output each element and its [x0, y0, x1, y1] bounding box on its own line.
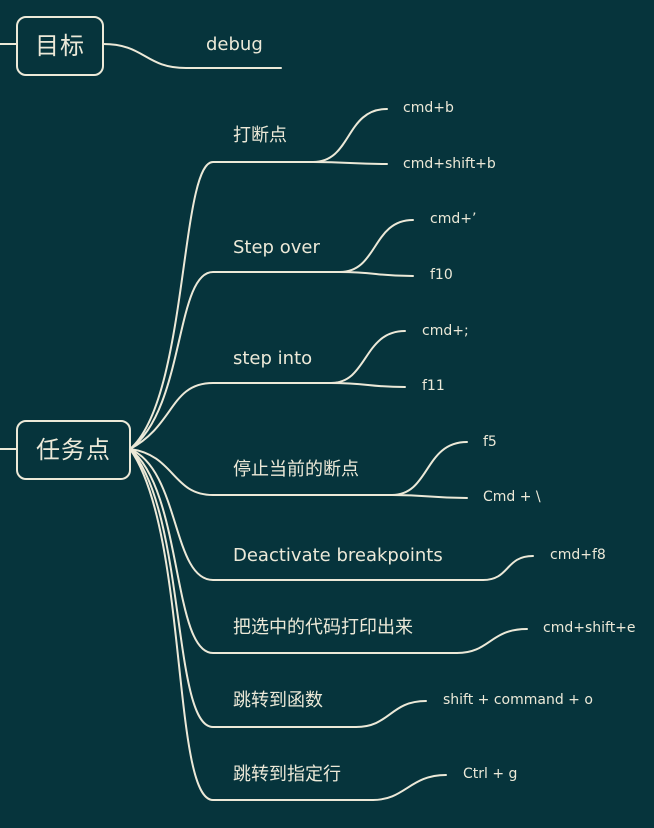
connector-b0-l1	[312, 161, 388, 165]
connector-b3-l1	[391, 494, 468, 499]
branch-node-deactivate[interactable]: Deactivate breakpoints	[233, 545, 443, 566]
connector-task-b0	[129, 161, 314, 450]
connector-b7-l0	[372, 774, 447, 801]
connector-goal-debug	[102, 43, 282, 69]
leaf-node-cmd-f8[interactable]: cmd+f8	[550, 547, 606, 563]
connector-task-b6	[129, 448, 357, 728]
leaf-node-f10[interactable]: f10	[430, 267, 453, 283]
connector-b0-l0	[312, 108, 388, 163]
leaf-node-cmd-shift-b[interactable]: cmd+shift+b	[403, 156, 496, 172]
branch-node-goto-function[interactable]: 跳转到函数	[233, 690, 323, 711]
branch-node-set-breakpoint[interactable]: 打断点	[233, 125, 287, 146]
connector-b3-l0	[391, 441, 468, 496]
connector-task-b3	[129, 448, 393, 496]
branch-node-step-over[interactable]: Step over	[233, 237, 320, 258]
connector-task-b1	[129, 271, 341, 450]
branch-node-goto-line[interactable]: 跳转到指定行	[233, 764, 341, 785]
connector-b1-l1	[339, 271, 414, 277]
leaf-node-cmd-semicolon[interactable]: cmd+;	[422, 323, 469, 339]
leaf-node-cmd-backslash[interactable]: Cmd + \	[483, 489, 541, 505]
root-node-task[interactable]: 任务点	[16, 420, 131, 480]
branch-node-print-selection[interactable]: 把选中的代码打印出来	[233, 617, 413, 638]
connector-task-b5	[129, 448, 458, 654]
leaf-node-cmd-shift-e[interactable]: cmd+shift+e	[543, 620, 636, 636]
connector-b4-l0	[482, 555, 534, 581]
connector-b2-l0	[330, 330, 406, 384]
root-node-goal-label: 目标	[35, 32, 85, 60]
leaf-node-cmd-quote[interactable]: cmd+’	[430, 211, 477, 227]
connector-task-b2	[129, 382, 332, 450]
connector-b5-l0	[456, 628, 528, 654]
leaf-node-ctrl-g[interactable]: Ctrl + g	[463, 766, 518, 782]
root-node-task-label: 任务点	[36, 436, 111, 464]
branch-node-debug[interactable]: debug	[206, 34, 263, 55]
leaf-node-shift-command-o[interactable]: shift + command + o	[443, 692, 593, 708]
connector-b2-l1	[330, 382, 406, 388]
branch-node-stop-breakpoint[interactable]: 停止当前的断点	[233, 459, 359, 480]
branch-node-step-into[interactable]: step into	[233, 348, 313, 369]
root-node-goal[interactable]: 目标	[16, 16, 104, 76]
connector-task-b7	[129, 448, 374, 801]
connector-task-b4	[129, 448, 484, 581]
leaf-node-f5[interactable]: f5	[483, 434, 497, 450]
connector-b1-l0	[339, 219, 414, 273]
leaf-node-cmd-b[interactable]: cmd+b	[403, 100, 454, 116]
leaf-node-f11[interactable]: f11	[422, 378, 445, 394]
connector-b6-l0	[355, 700, 427, 728]
